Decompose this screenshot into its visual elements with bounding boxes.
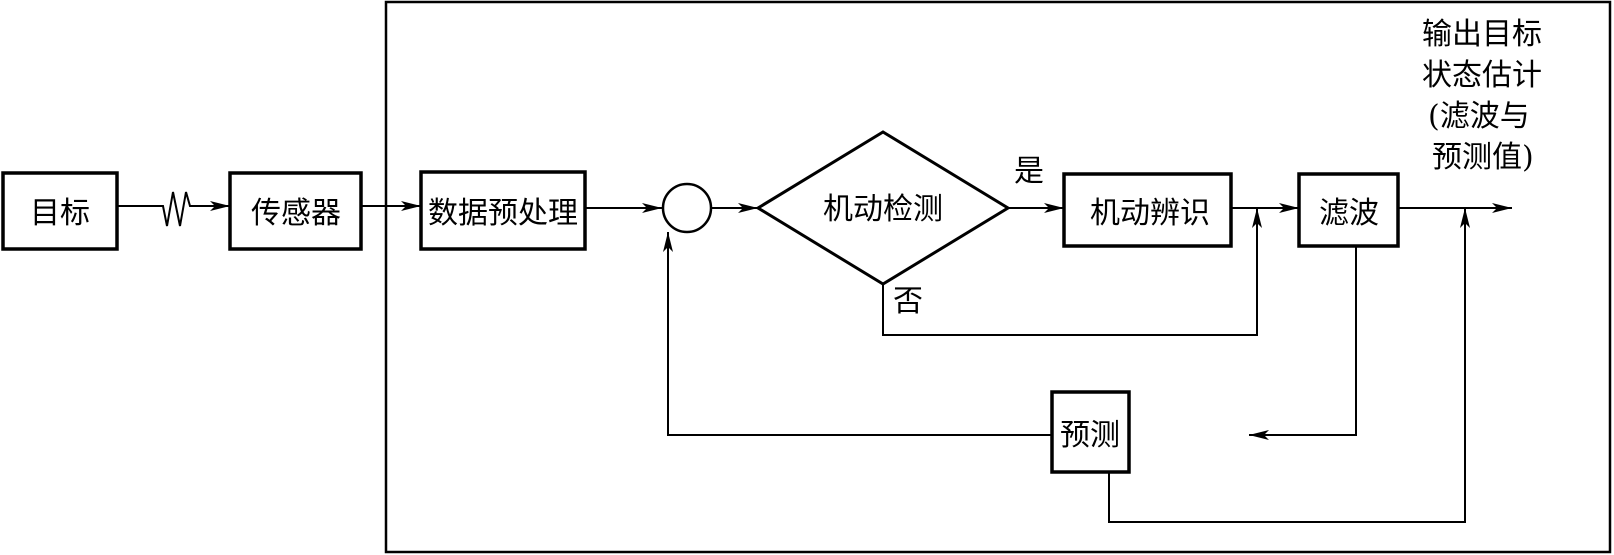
preprocess-label: 数据预处理 [428,196,578,231]
predict-to-output-arrow [1108,208,1470,523]
predict-label: 预测 [1060,418,1120,453]
no-branch-bypass-arrow [882,208,1262,336]
summing-junction [661,182,713,234]
target-label: 目标 [30,196,90,231]
output-label-line-2: 状态估计 [1422,58,1542,93]
yes-branch-label: 是 [1014,154,1044,189]
sensor-box [228,171,363,251]
output-label-line-3: (滤波与 [1428,99,1530,134]
output-label: 输出目标 状态估计 (滤波与 预测值) [1422,17,1542,175]
output-label-line-1: 输出目标 [1422,17,1542,52]
maneuver-identify-label: 机动辨识 [1090,196,1210,231]
predict-box [1050,390,1131,474]
output-label-line-4: 预测值) [1432,140,1534,175]
filter-box [1297,172,1400,248]
filter-to-predict-arrow [1249,246,1357,440]
filter-label: 滤波 [1319,196,1379,231]
system-boundary [384,0,1612,554]
target-box [1,171,119,251]
preprocess-box [419,170,587,251]
sensor-label: 传感器 [251,196,341,231]
noise-channel-connector [117,191,230,227]
predict-to-junction-arrow [663,232,1052,436]
maneuver-detect-label: 机动检测 [823,192,943,227]
maneuver-identify-box [1062,172,1233,248]
no-branch-label: 否 [893,284,923,319]
